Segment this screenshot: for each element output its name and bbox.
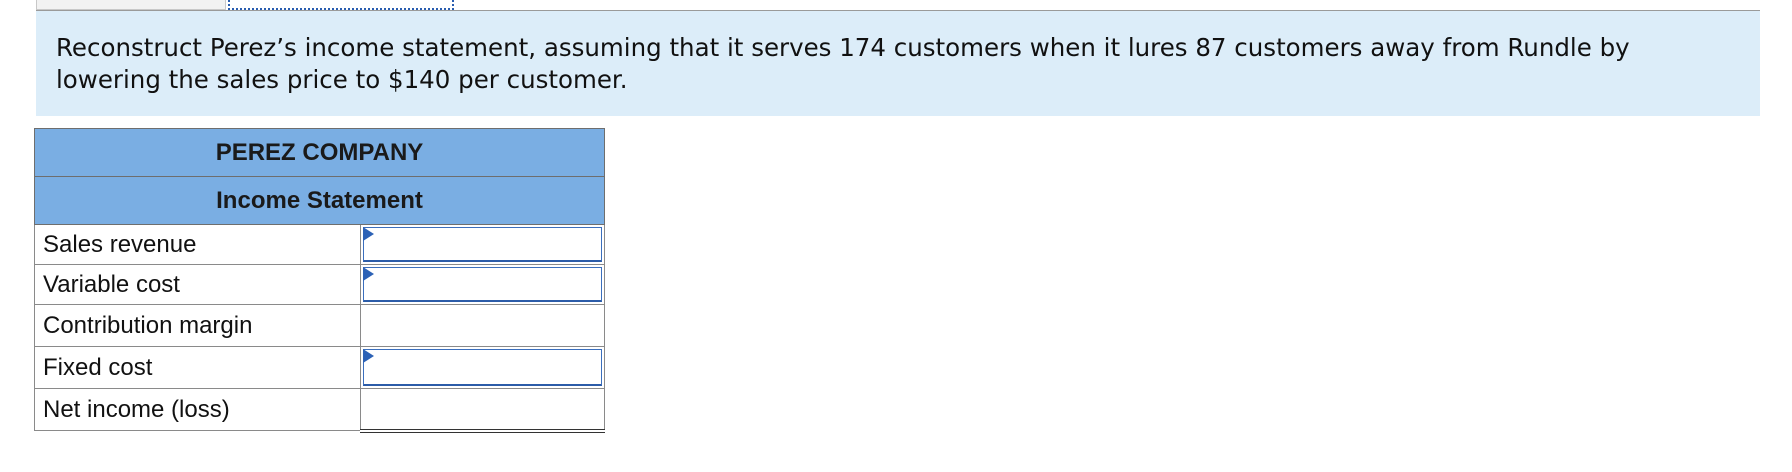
statement-title: Income Statement xyxy=(34,176,605,225)
question-instruction: Reconstruct Perez’s income statement, as… xyxy=(36,11,1760,116)
table-row: Variable cost xyxy=(34,264,606,305)
previous-focus-outline xyxy=(228,0,454,10)
row-label-contribution-margin: Contribution margin xyxy=(34,304,361,347)
net-income-cell xyxy=(359,388,606,433)
instruction-text: Reconstruct Perez’s income statement, as… xyxy=(56,33,1630,94)
income-statement-table: PEREZ COMPANY Income Statement Sales rev… xyxy=(34,128,606,433)
input-marker-icon xyxy=(362,227,374,241)
row-label-variable-cost: Variable cost xyxy=(34,264,361,305)
row-label-sales-revenue: Sales revenue xyxy=(34,224,361,265)
fixed-cost-cell xyxy=(359,346,606,389)
header-row-title: Income Statement xyxy=(34,176,605,225)
contribution-margin-cell xyxy=(359,304,606,347)
variable-cost-input[interactable] xyxy=(362,267,602,302)
table-row: Sales revenue xyxy=(34,224,606,265)
table-row: Fixed cost xyxy=(34,346,606,389)
previous-tab-edge xyxy=(36,0,226,10)
input-marker-icon xyxy=(362,267,374,281)
previous-section-edge xyxy=(36,0,1760,11)
table-row: Contribution margin xyxy=(34,304,606,347)
header-row-company: PEREZ COMPANY xyxy=(34,128,605,177)
sales-revenue-input[interactable] xyxy=(362,227,602,262)
variable-cost-cell xyxy=(359,264,606,305)
fixed-cost-input[interactable] xyxy=(362,349,602,386)
sales-revenue-cell xyxy=(359,224,606,265)
row-label-fixed-cost: Fixed cost xyxy=(34,346,361,389)
row-label-net-income: Net income (loss) xyxy=(34,388,361,431)
table-row: Net income (loss) xyxy=(34,388,606,433)
company-name: PEREZ COMPANY xyxy=(34,128,605,177)
input-marker-icon xyxy=(362,349,374,363)
